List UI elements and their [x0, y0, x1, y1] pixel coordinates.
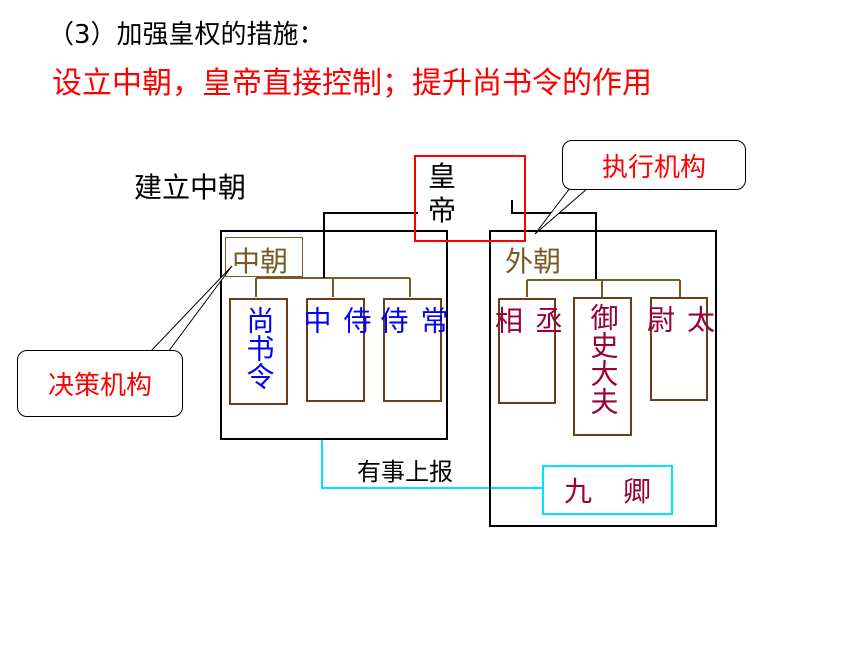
- build-inner-court-label: 建立中朝: [134, 171, 247, 204]
- outer-court-box: [489, 230, 717, 527]
- decision-pointer: [148, 265, 233, 353]
- office-shizhong: 侍中: [300, 298, 373, 402]
- office-shangshuling: 尚书令: [229, 298, 288, 405]
- emperor-inner-line: [323, 212, 418, 232]
- inner-court-title-box: [225, 237, 303, 277]
- section-heading: （3）加强皇权的措施：: [48, 20, 325, 50]
- report-label: 有事上报: [357, 458, 453, 486]
- measures-subheading: 设立中朝，皇帝直接控制；提升尚书令的作用: [52, 66, 652, 101]
- exec-pointer: [534, 187, 590, 235]
- callout-executive: 执行机构: [562, 140, 746, 190]
- nine-ministers-box: 九 卿: [542, 465, 673, 515]
- emperor-box: [414, 155, 526, 242]
- emperor-label: 皇帝: [428, 160, 457, 227]
- office-changshi: 常侍: [377, 298, 450, 402]
- inner-court-title: 中朝: [232, 245, 289, 278]
- office-taiwei: 太尉: [643, 297, 716, 401]
- office-yushidafu: 御史大夫: [573, 297, 632, 436]
- outer-court-title: 外朝: [505, 245, 562, 278]
- callout-decision: 决策机构: [17, 350, 183, 417]
- report-line: [321, 440, 543, 489]
- office-chengxiang: 丞相: [491, 298, 564, 404]
- inner-court-box: [220, 230, 448, 440]
